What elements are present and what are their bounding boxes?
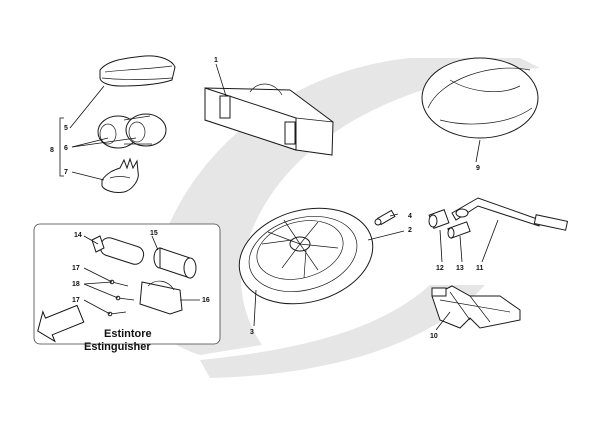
socket-adapter (428, 209, 450, 229)
bracket-cover (153, 247, 197, 279)
label-9: 9 (476, 165, 480, 172)
label-2: 2 (408, 227, 412, 234)
label-6: 6 (64, 145, 68, 152)
label-14: 14 (74, 232, 82, 239)
wheel-bag (421, 57, 539, 139)
wheel-wrench (451, 197, 569, 231)
label-7: 7 (64, 169, 68, 176)
rolled-pouches (97, 113, 167, 149)
label-5: 5 (64, 125, 68, 132)
label-13: 13 (456, 265, 464, 272)
label-18: 18 (72, 281, 80, 288)
label-16: 16 (202, 297, 210, 304)
label-10: 10 (430, 333, 438, 340)
label-15: 15 (150, 230, 158, 237)
socket-small (447, 221, 471, 239)
valve-bolt (374, 209, 396, 226)
label-3: 3 (250, 329, 254, 336)
mounting-bracket (139, 280, 183, 315)
label-8: 8 (50, 147, 54, 154)
tool-bag (204, 83, 334, 156)
inset-caption-it: Estintore (104, 328, 152, 340)
glove (101, 157, 139, 193)
inset-caption-en: Estinguisher (84, 341, 151, 353)
label-4: 4 (408, 213, 412, 220)
extinguisher-inset: Estintore Estinguisher (33, 223, 221, 353)
scissor-jack (431, 285, 521, 329)
label-1: 1 (214, 57, 218, 64)
spare-wheel (238, 207, 374, 305)
cloth-cover (99, 55, 176, 87)
group-bracket (59, 117, 64, 177)
label-17a: 17 (72, 265, 80, 272)
direction-arrow (37, 304, 85, 343)
label-17b: 17 (72, 297, 80, 304)
label-12: 12 (436, 265, 444, 272)
label-11: 11 (476, 265, 484, 272)
part-labels: 1 2 3 4 5 6 7 8 9 10 11 12 13 14 15 16 1… (50, 57, 484, 340)
leader-lines (69, 63, 499, 331)
